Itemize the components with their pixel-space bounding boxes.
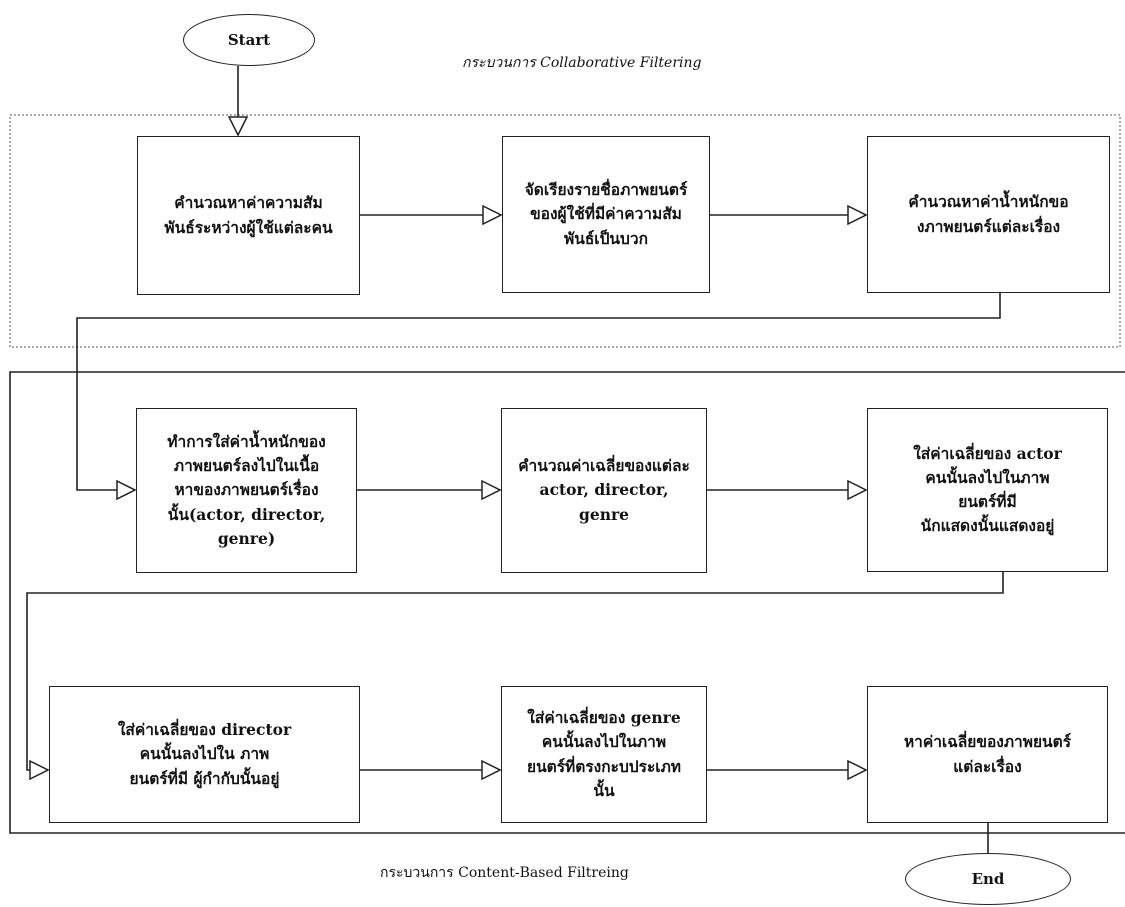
content-section-frame: [9, 371, 1125, 834]
node-compute-movie-weight: คำนวณหาค่าน้ำหนักขอ งภาพยนตร์แต่ละเรื่อง: [867, 136, 1110, 293]
start-terminal: Start: [183, 14, 315, 66]
end-label: End: [971, 870, 1005, 888]
start-label: Start: [227, 31, 271, 49]
connector-cb3-cb4: [26, 572, 1004, 770]
node-apply-director-average: ใส่ค่าเฉลี่ยของ director คนนั้นลงไปใน ภา…: [49, 686, 360, 823]
node-apply-actor-average: ใส่ค่าเฉลี่ยของ actor คนนั้นลงไปในภาพ ยน…: [867, 408, 1108, 572]
node-sort-movie-list: จัดเรียงรายชื่อภาพยนตร์ ของผู้ใช้ที่มีค่…: [502, 136, 710, 293]
node-apply-genre-average: ใส่ค่าเฉลี่ยของ genre คนนั้นลงไปในภาพ ยน…: [501, 686, 707, 823]
content-section-caption: กระบวนการ Content-Based Filtreing: [380, 865, 629, 881]
connector-cf3-cb1: [76, 293, 1001, 490]
node-compute-movie-average: หาค่าเฉลี่ยของภาพยนตร์ แต่ละเรื่อง: [867, 686, 1108, 823]
collaborative-section-frame: [9, 114, 1121, 348]
node-apply-weight-to-content: ทำการใส่ค่าน้ำหนักของ ภาพยนตร์ลงไปในเนื้…: [136, 408, 357, 573]
collaborative-section-caption: กระบวนการ Collaborative Filtering: [462, 55, 702, 71]
node-compute-attribute-average: คำนวณค่าเฉลี่ยของแต่ละ actor, director, …: [501, 408, 707, 573]
end-terminal: End: [905, 853, 1071, 905]
node-compute-user-correlation: คำนวณหาค่าความสัม พันธ์ระหว่างผู้ใช้แต่ล…: [137, 136, 360, 295]
